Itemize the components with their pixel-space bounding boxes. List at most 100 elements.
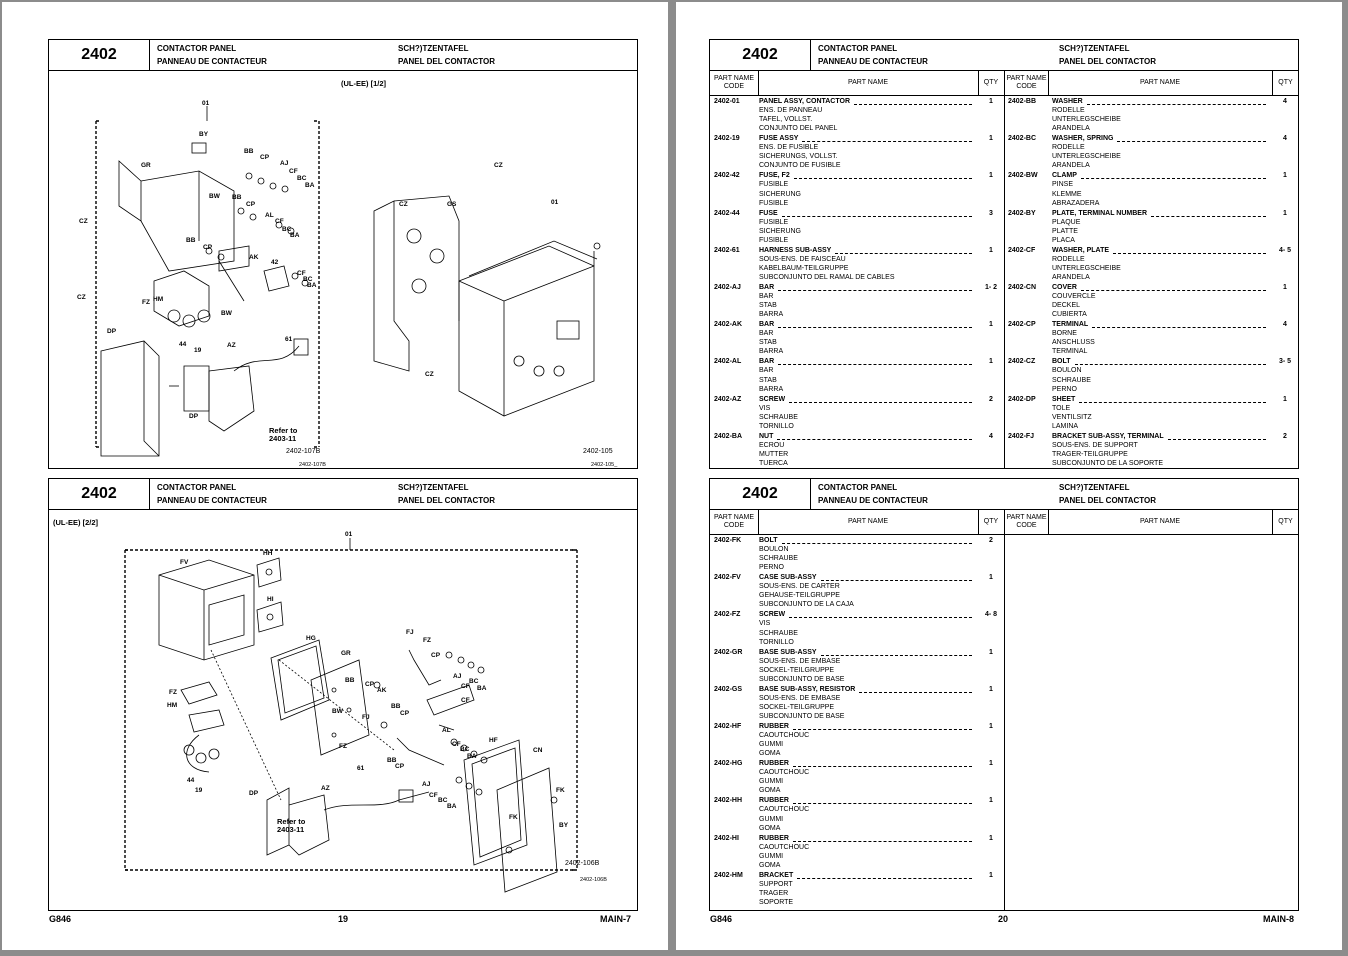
part-name-es: ARANDELA bbox=[1052, 274, 1090, 282]
svg-text:BC: BC bbox=[469, 678, 479, 685]
right-page: 2402 CONTACTOR PANEL PANNEAU DE CONTACTE… bbox=[676, 2, 1342, 950]
svg-text:BB: BB bbox=[345, 677, 355, 684]
refer-to-label: Refer to bbox=[269, 426, 298, 435]
part-name-es: ABRAZADERA bbox=[1052, 199, 1100, 207]
part-qty: 1 bbox=[989, 321, 993, 329]
part-name-en: PLATE, TERMINAL NUMBER bbox=[1052, 209, 1148, 217]
svg-text:BC: BC bbox=[282, 226, 292, 233]
col-header-code: PART NAME CODE bbox=[1006, 75, 1047, 90]
refer-to-ref: 2403-11 bbox=[277, 825, 305, 834]
part-code: 2402-HM bbox=[714, 871, 743, 879]
part-name-fr: BORNE bbox=[1052, 330, 1077, 338]
part-name-fr: RODELLE bbox=[1052, 144, 1085, 152]
part-code: 2402-HG bbox=[714, 760, 743, 768]
part-name-fr: SOUS-ENS. DE EMBASE bbox=[759, 657, 841, 665]
part-name-en: FUSE ASSY bbox=[759, 135, 799, 143]
part-name-fr: FUSIBLE bbox=[759, 181, 789, 189]
part-name-de: SCHRAUBE bbox=[759, 413, 798, 421]
part-name-en: BOLT bbox=[759, 537, 778, 544]
svg-text:CP: CP bbox=[260, 154, 270, 161]
part-name-de: UNTERLEGSCHEIBE bbox=[1052, 153, 1121, 161]
svg-text:HM: HM bbox=[167, 702, 177, 709]
part-name-fr: SOUS-ENS. DE SUPPORT bbox=[1052, 441, 1138, 449]
footer-section: MAIN-7 bbox=[600, 914, 631, 924]
part-name-en: RUBBER bbox=[759, 760, 789, 768]
svg-text:BW: BW bbox=[209, 193, 221, 200]
title-en: CONTACTOR PANEL bbox=[818, 483, 898, 492]
part-name-de: DECKEL bbox=[1052, 302, 1081, 310]
svg-text:CZ: CZ bbox=[79, 218, 88, 225]
part-name-en: COVER bbox=[1052, 283, 1077, 291]
svg-text:FJ: FJ bbox=[362, 714, 370, 721]
part-name-fr: RODELLE bbox=[1052, 255, 1085, 263]
leader-dashes bbox=[859, 691, 972, 693]
svg-text:DP: DP bbox=[107, 328, 117, 335]
part-name-de: GUMMI bbox=[759, 778, 784, 786]
svg-text:BB: BB bbox=[387, 757, 397, 764]
svg-text:CP: CP bbox=[246, 201, 256, 208]
leader-dashes bbox=[1081, 289, 1266, 291]
leader-dashes bbox=[789, 617, 972, 619]
svg-text:HI: HI bbox=[267, 596, 274, 603]
svg-text:AL: AL bbox=[265, 212, 274, 219]
part-code: 2402-BA bbox=[714, 432, 743, 440]
svg-text:CP: CP bbox=[431, 652, 441, 659]
part-name-fr: TOLE bbox=[1052, 404, 1071, 412]
part-code: 2402-AJ bbox=[714, 283, 741, 291]
part-name-es: PERNO bbox=[1052, 385, 1077, 393]
part-name-de: SOCKEL-TEILGRUPPE bbox=[759, 666, 835, 674]
svg-text:FJ: FJ bbox=[406, 629, 414, 636]
part-qty: 4 bbox=[1283, 321, 1287, 329]
svg-text:CF: CF bbox=[297, 270, 306, 277]
part-qty: 1 bbox=[989, 834, 993, 842]
part-name-de: KABELBAUM-TEILGRUPPE bbox=[759, 264, 849, 272]
part-code: 2402-GR bbox=[714, 648, 743, 656]
svg-text:BB: BB bbox=[391, 703, 401, 710]
refer-to-label: Refer to bbox=[277, 817, 306, 826]
part-name-en: BASE SUB-ASSY, RESISTOR bbox=[759, 685, 856, 693]
part-name-en: CLAMP bbox=[1052, 172, 1077, 180]
svg-text:BW: BW bbox=[221, 310, 233, 317]
part-name-fr: ENS. DE FUSIBLE bbox=[759, 144, 819, 152]
leader-dashes bbox=[1092, 327, 1266, 329]
svg-text:19: 19 bbox=[195, 787, 203, 794]
svg-text:CZ: CZ bbox=[494, 162, 503, 169]
part-qty: 1 bbox=[989, 172, 993, 180]
svg-text:AZ: AZ bbox=[227, 342, 236, 349]
leader-dashes bbox=[1117, 141, 1266, 143]
leader-dashes bbox=[854, 104, 972, 105]
part-name-de: SCHRAUBE bbox=[1052, 376, 1091, 384]
part-name-de: GUMMI bbox=[759, 852, 784, 860]
svg-text:CN: CN bbox=[533, 747, 543, 754]
figure-ref: 2402-106B bbox=[565, 860, 600, 867]
part-name-es: TORNILLO bbox=[759, 638, 794, 646]
figure-caption: (UL-EE) [2/2] bbox=[53, 518, 98, 527]
svg-text:HM: HM bbox=[153, 296, 163, 303]
divider bbox=[1048, 510, 1049, 534]
part-name-de: STAB bbox=[759, 376, 777, 384]
part-code: 2402-61 bbox=[714, 246, 740, 254]
panel-header: 2402 CONTACTOR PANEL PANNEAU DE CONTACTE… bbox=[710, 479, 1298, 510]
title-fr: PANNEAU DE CONTACTEUR bbox=[157, 57, 267, 66]
part-name-en: BAR bbox=[759, 321, 775, 329]
figure-ref-small: 2402-106B bbox=[580, 877, 607, 883]
part-code: 2402-AL bbox=[714, 358, 742, 366]
part-qty: 4- 5 bbox=[1278, 246, 1292, 254]
part-name-en: RUBBER bbox=[759, 797, 789, 805]
part-name-fr: BOULON bbox=[759, 546, 789, 554]
part-name-de: UNTERLEGSCHEIBE bbox=[1052, 264, 1121, 272]
part-name-de: SCHRAUBE bbox=[759, 555, 798, 563]
part-name-de: VENTILSITZ bbox=[1052, 413, 1092, 421]
svg-text:CP: CP bbox=[365, 681, 375, 688]
section-code: 2402 bbox=[710, 40, 811, 70]
